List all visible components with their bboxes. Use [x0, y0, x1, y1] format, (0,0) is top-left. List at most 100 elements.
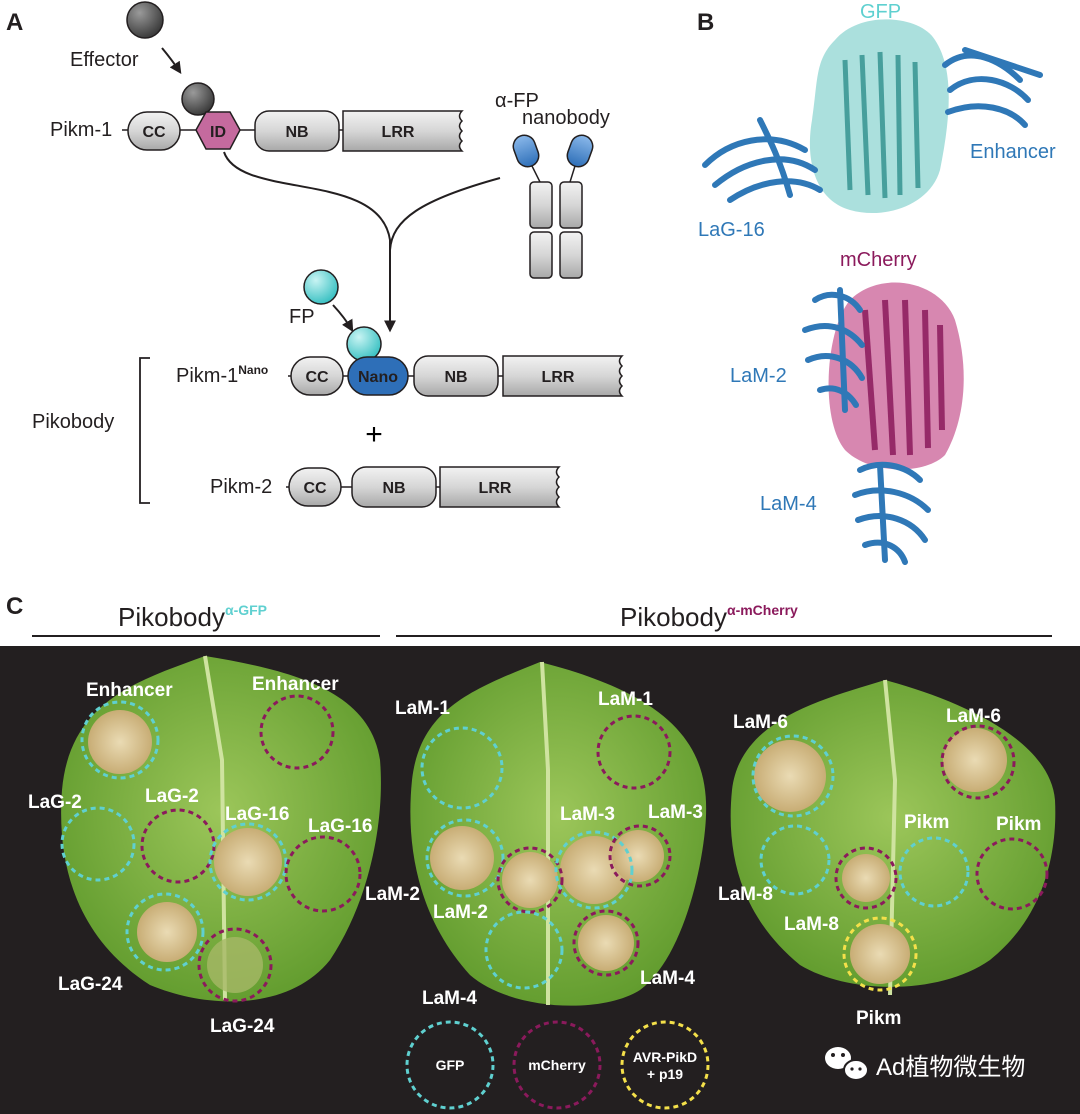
leaf2-label-lam3-r: LaM-3	[648, 802, 703, 823]
leaf1-label-enhancer-r: Enhancer	[252, 674, 339, 695]
leaf2-label-lam3-l: LaM-3	[560, 804, 615, 825]
pikm1-cc-domain	[127, 111, 181, 151]
leaf3-spot-lam6-mcherry	[940, 724, 1016, 800]
pikm1-id-label: ID	[210, 124, 226, 141]
fp-ball-icon	[303, 269, 339, 305]
leaf1-label-lag24-r: LaG-24	[210, 1016, 275, 1037]
pikm2-lrr-domain	[439, 466, 561, 508]
leaf2-lesion-lam2-mcherry	[502, 852, 558, 908]
nanobody-label-line1: α-FP	[495, 90, 539, 112]
leaf3-lesion-pikm-avr	[850, 924, 910, 984]
leaf1-spot-lag24-gfp	[125, 892, 205, 972]
pikm2-cc-label: CC	[303, 480, 327, 497]
lag16-nanobody-ribbon	[702, 117, 823, 203]
leaf2-spot-lam2-gfp	[425, 818, 505, 898]
leaf-2-midrib	[540, 661, 550, 1005]
leaf2-spot-lam1-mcherry	[596, 714, 672, 790]
pikm2-lrr-label: LRR	[479, 480, 512, 497]
watermark: Ad植物微生物	[825, 1047, 1025, 1081]
leaf1-lesion-enhancer	[88, 710, 152, 774]
wechat-icon	[825, 1047, 869, 1081]
pikm1nano-nano-label: Nano	[358, 369, 398, 386]
id-to-nano-arrow	[223, 151, 396, 333]
pikm1-label: Pikm-1	[50, 119, 112, 141]
fp-label: FP	[289, 306, 315, 328]
watermark-text: Ad植物微生物	[876, 1054, 1025, 1081]
pikm1-lrr-label: LRR	[382, 124, 415, 141]
legend-gfp-label: GFP	[436, 1057, 465, 1073]
pikm2-nb-domain	[351, 466, 437, 508]
effector-ball-icon	[126, 1, 164, 39]
pikm1nano-nb-label: NB	[444, 369, 467, 386]
leaf2-spot-lam4-mcherry	[572, 909, 640, 977]
leaf-1-midrib	[203, 655, 227, 1001]
panel-c: C Pikobodyα-GFP Pikobodyα-mCherry	[0, 593, 1080, 1114]
leaf1-lesion-lag16	[214, 828, 282, 896]
leaf2-spot-lam1-gfp	[420, 726, 504, 810]
effector-label: Effector	[70, 49, 139, 71]
header-pikobody-mcherry: Pikobodyα-mCherry	[620, 602, 798, 632]
leaf3-label-pikm-bottom: Pikm	[856, 1008, 901, 1029]
leaf2-label-lam4-r: LaM-4	[640, 968, 695, 989]
leaf3-spot-lam8-gfp	[759, 824, 831, 896]
pikm1nano-lrr-label: LRR	[542, 369, 575, 386]
legend-mcherry-label: mCherry	[528, 1057, 586, 1073]
plus-sign: +	[365, 418, 383, 451]
leaf1-spot-lag24-mcherry	[197, 927, 273, 1003]
leaf2-spot-lam2-mcherry	[496, 846, 564, 914]
leaf1-label-lag16-l: LaG-16	[225, 804, 289, 825]
pikm2-label: Pikm-2	[210, 476, 272, 498]
gfp-barrel-strands	[842, 51, 921, 199]
enhancer-nanobody-ribbon	[942, 47, 1043, 128]
leaf3-spot-pikm-mcherry	[975, 837, 1049, 911]
leaf2-label-lam4-l: LaM-4	[422, 988, 477, 1009]
leaf3-spot-lam6-gfp	[751, 734, 835, 818]
pikm2-nb-label: NB	[382, 480, 405, 497]
bound-fp-icon	[346, 326, 382, 362]
gfp-label: GFP	[860, 1, 901, 23]
pikm1-id-domain	[195, 111, 241, 150]
pikm1nano-nb-domain	[413, 355, 499, 397]
leaf2-label-lam2-b: LaM-2	[433, 902, 488, 923]
leaf2-label-lam1-l: LaM-1	[395, 698, 450, 719]
legend-mcherry-swatch	[512, 1020, 602, 1110]
leaf1-label-lag16-r: LaG-16	[308, 816, 372, 837]
leaf-3-midrib	[883, 679, 898, 996]
pikm1-lrr-domain	[342, 110, 464, 152]
leaf3-label-pikm-l: Pikm	[904, 812, 949, 833]
panel-a: A Effector Pikm-1 CC ID NB LRR α-FP nano…	[6, 1, 624, 508]
leaf3-lesion-lam8-mcherry	[842, 854, 890, 902]
leaf2-spot-lam4-gfp	[484, 910, 564, 990]
panel-label-c: C	[6, 593, 23, 620]
pikm1-nb-domain	[254, 110, 340, 152]
legend-gfp-swatch	[405, 1020, 495, 1110]
leaf3-spot-pikm-avr	[842, 916, 918, 992]
fp-arrow	[332, 304, 354, 333]
pikm1nano-cc-label: CC	[305, 369, 329, 386]
pikm1-nb-label: NB	[285, 124, 308, 141]
nanobody-to-nano-arrow	[389, 177, 501, 251]
pikm1-cc-label: CC	[142, 124, 166, 141]
leaf3-lesion-lam6-mcherry	[943, 728, 1007, 792]
nanobody-label-line2: nanobody	[522, 107, 610, 129]
leaf1-spot-enhancer-mcherry	[259, 694, 335, 770]
leaf1-label-lag24-l: LaG-24	[58, 974, 123, 995]
leaf3-spot-lam8-mcherry	[834, 846, 898, 910]
leaf3-label-lam8-b: LaM-8	[784, 914, 839, 935]
leaf2-lesion-lam2	[430, 826, 494, 890]
lam2-structure-label: LaM-2	[730, 365, 787, 387]
leaf-3: LaM-6 LaM-6 Pikm Pikm LaM-8 LaM-8 Pikm	[718, 679, 1056, 1029]
leaf1-label-lag2-l: LaG-2	[28, 792, 82, 813]
panel-label-b: B	[697, 9, 714, 36]
legend-avr-label-line1: AVR-PikD	[633, 1049, 697, 1065]
leaf2-lesion-lam4-mcherry	[578, 915, 634, 971]
pikobody-bracket	[139, 357, 150, 504]
leaf3-lesion-lam6	[754, 740, 826, 812]
leaf3-label-pikm-r: Pikm	[996, 814, 1041, 835]
lam4-structure-label: LaM-4	[760, 493, 817, 515]
pikm1nano-cc-domain	[290, 356, 344, 396]
leaf1-lesion-lag24	[137, 902, 197, 962]
nanobody-antibody-icon	[512, 134, 594, 279]
legend: GFP mCherry AVR-PikD + p19	[405, 1020, 710, 1110]
